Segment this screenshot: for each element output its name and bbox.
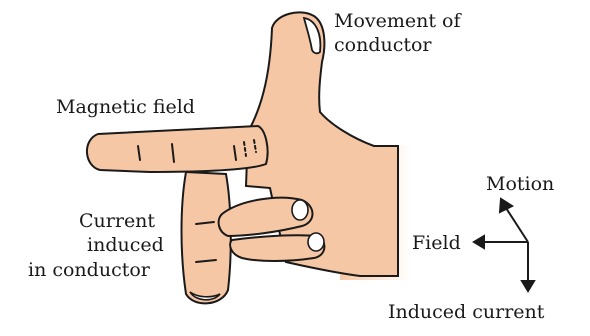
middle-finger — [182, 172, 231, 303]
label-current-line1: Current — [79, 210, 155, 232]
curled-fingernail-lower — [308, 233, 324, 251]
motion-arrow-line — [506, 208, 528, 242]
axis-label-induced-current: Induced current — [388, 301, 545, 323]
label-current-line2: induced — [87, 234, 164, 256]
current-arrowhead — [522, 281, 534, 291]
axis-label-motion: Motion — [486, 173, 554, 195]
motion-arrowhead — [500, 199, 512, 212]
label-magnetic-field: Magnetic field — [56, 96, 195, 118]
curled-fingernail-upper — [292, 200, 308, 220]
label-movement-line2: conductor — [334, 34, 432, 56]
axis-label-field: Field — [412, 232, 461, 254]
direction-axes — [474, 199, 534, 291]
field-arrowhead — [474, 236, 484, 248]
forefinger — [87, 126, 268, 172]
label-movement-line1: Movement of — [334, 10, 462, 32]
label-current-line3: in conductor — [28, 259, 151, 281]
